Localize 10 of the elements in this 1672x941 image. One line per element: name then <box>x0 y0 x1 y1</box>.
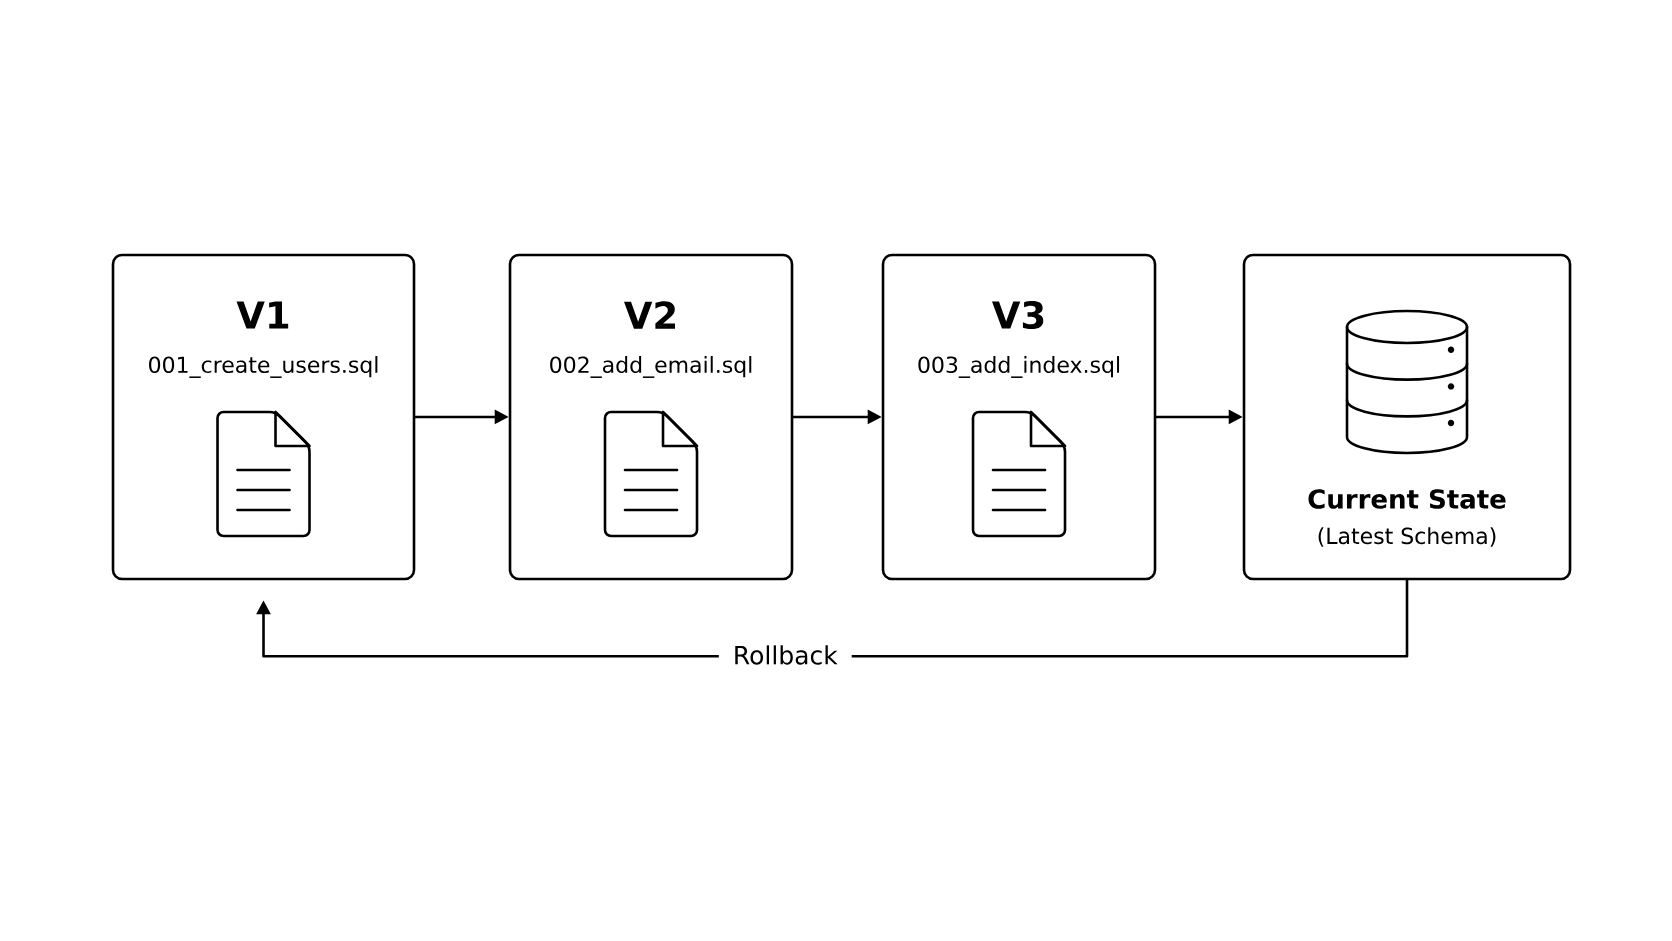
version-title: V3 <box>992 301 1044 329</box>
file-name: 002_add_email.sql <box>550 356 752 378</box>
version-title: V2 <box>624 301 675 329</box>
file-name: 001_create_users.sql <box>149 356 378 378</box>
version-title: V1 <box>236 301 289 329</box>
state-title: Current State <box>1308 489 1506 509</box>
edge-label: Rollback <box>718 642 852 668</box>
arrow <box>256 579 1409 658</box>
state-subtitle: (Latest Schema) <box>1318 527 1496 547</box>
file-name: 003_add_index.sql <box>918 356 1120 378</box>
